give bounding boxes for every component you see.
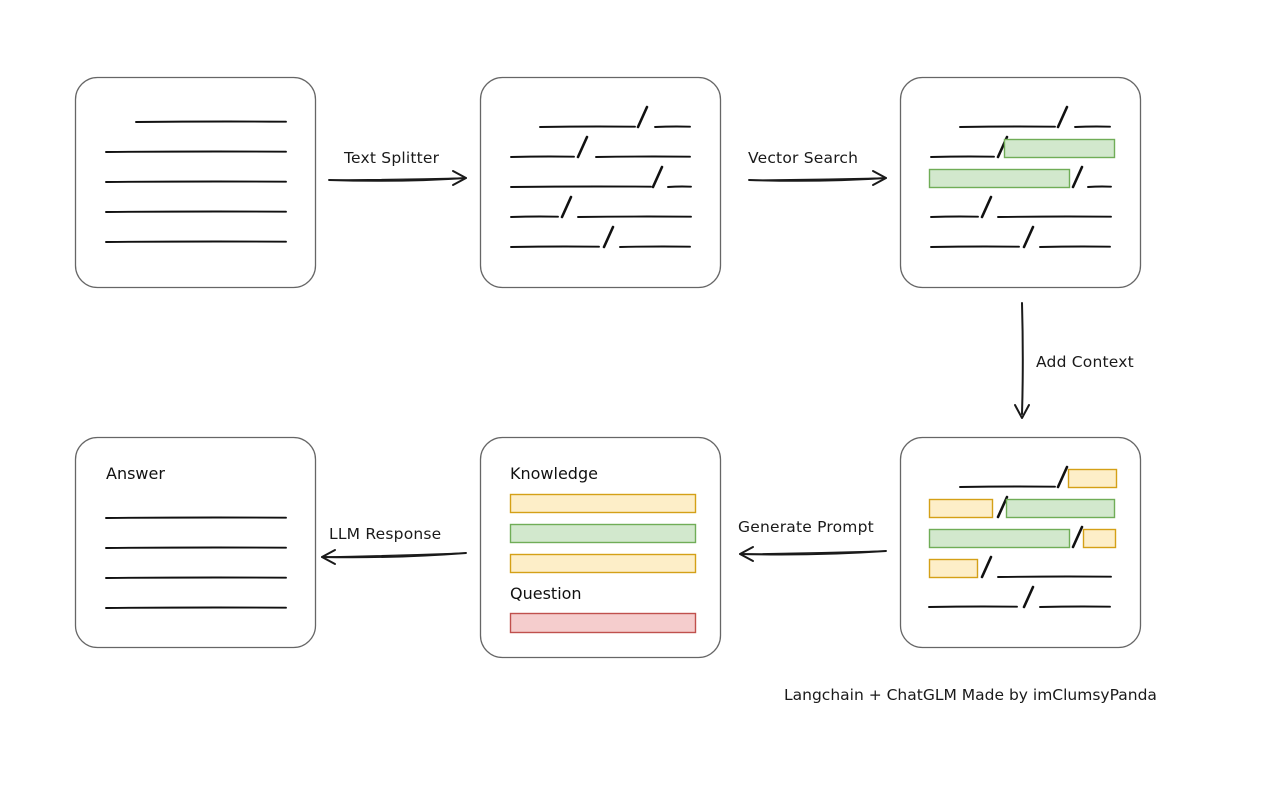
- edge-label-text-splitter: Text Splitter: [344, 149, 440, 167]
- split-document-row-3-seg-1-slash: [560, 195, 573, 219]
- context-document-row-3-seg-0-yellow-highlight: [928, 558, 979, 579]
- arrow-llm-response-shaft-2: [321, 552, 467, 558]
- context-document-row-4-seg-1-slash: [1022, 585, 1035, 609]
- footer-credit: Langchain + ChatGLM Made by imClumsyPand…: [784, 686, 1157, 704]
- context-document-row-3-seg-1-slash: [980, 555, 993, 579]
- vector-matched-document-row-1-seg-2-green-highlight: [1003, 138, 1116, 159]
- arrow-vector-search-head: [872, 170, 887, 186]
- context-document-row-2-seg-1-slash: [1071, 525, 1084, 549]
- card-prompt-card: [479, 436, 722, 659]
- split-document-row-1-seg-1-slash: [576, 135, 589, 159]
- context-document-row-0-seg-2-yellow-highlight: [1067, 468, 1118, 489]
- context-document-row-1-seg-1-slash: [996, 495, 1009, 519]
- arrow-generate-prompt-head: [739, 546, 754, 562]
- split-document-row-2-seg-1-slash: [651, 165, 664, 189]
- vector-matched-document-row-2-seg-1-slash: [1071, 165, 1084, 189]
- knowledge-heading: Knowledge: [510, 464, 598, 483]
- knowledge-bar-1: [509, 523, 697, 544]
- context-document-row-2-seg-0-green-highlight: [928, 528, 1071, 549]
- arrow-add-context-head: [1014, 404, 1030, 419]
- split-document-row-0-seg-1-slash: [636, 105, 649, 129]
- question-bar-0: [509, 612, 697, 634]
- vector-matched-document-row-4-seg-1-slash: [1022, 225, 1035, 249]
- vector-matched-document-row-3-seg-1-slash: [980, 195, 993, 219]
- knowledge-bar-2: [509, 553, 697, 574]
- edge-label-generate-prompt: Generate Prompt: [738, 518, 874, 536]
- edge-label-llm-response: LLM Response: [329, 525, 442, 543]
- arrow-add-context-shaft: [1021, 302, 1024, 415]
- split-document-row-4-seg-1-slash: [602, 225, 615, 249]
- arrow-llm-response-head: [321, 549, 336, 565]
- edge-label-vector-search: Vector Search: [748, 149, 859, 167]
- vector-matched-document-row-0-seg-1-slash: [1056, 105, 1069, 129]
- card-answer-card: [74, 436, 317, 649]
- arrow-text-splitter-head: [452, 170, 467, 186]
- arrow-text-splitter-shaft-2: [328, 177, 467, 181]
- card-source-document: [74, 76, 317, 289]
- question-heading: Question: [510, 584, 582, 603]
- context-document-row-1-seg-0-yellow-highlight: [928, 498, 994, 519]
- context-document-row-1-seg-2-green-highlight: [1005, 498, 1116, 519]
- knowledge-bar-0: [509, 493, 697, 514]
- context-document-row-2-seg-2-yellow-highlight: [1082, 528, 1117, 549]
- context-document-row-0-seg-1-slash: [1056, 465, 1069, 489]
- arrow-vector-search-shaft-2: [748, 177, 887, 181]
- edge-label-add-context: Add Context: [1036, 353, 1134, 371]
- card-split-document: [479, 76, 722, 289]
- arrow-generate-prompt-shaft-2: [739, 550, 887, 555]
- vector-matched-document-row-2-seg-0-green-highlight: [928, 168, 1071, 189]
- answer-heading: Answer: [106, 464, 165, 483]
